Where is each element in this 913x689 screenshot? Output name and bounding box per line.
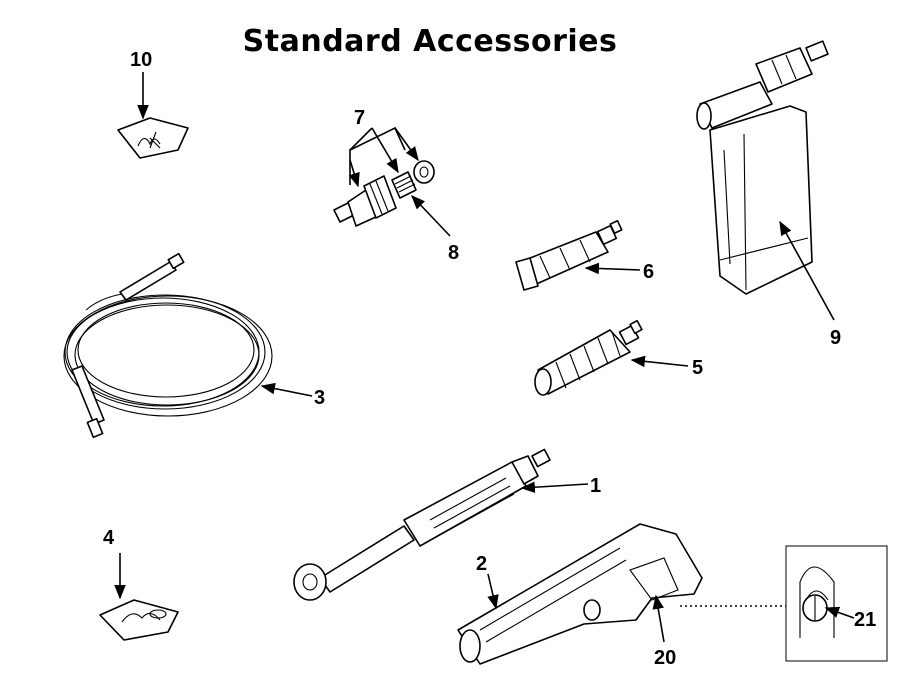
callout-2: 2: [476, 553, 487, 575]
leader-8: [411, 194, 451, 237]
part-2-trigger-gun: 2 20: [457, 523, 703, 669]
callout-10: 10: [130, 49, 152, 71]
leader-5: [630, 355, 689, 368]
leader-6: [584, 262, 641, 275]
callout-1: 1: [590, 475, 601, 497]
part-3-hose: 3: [63, 252, 325, 439]
part-6-adjustable-nozzle: 6: [515, 219, 654, 291]
leader-20: [652, 594, 665, 643]
part-5-turbo-nozzle: 5: [534, 319, 703, 396]
leader-2: [487, 573, 499, 610]
leader-21: [824, 606, 855, 619]
callout-21: 21: [854, 609, 876, 631]
diagram-title: Standard Accessories: [242, 24, 618, 59]
callout-3: 3: [314, 387, 325, 409]
part-1-lance: 1: [293, 448, 601, 601]
part-7-washer: [413, 160, 435, 184]
leader-1: [520, 481, 589, 493]
callout-7: 7: [354, 107, 365, 129]
callout-6: 6: [643, 261, 654, 283]
callout-4: 4: [103, 527, 115, 549]
part-10-parts-bag: 10: [117, 49, 189, 159]
callout-8: 8: [448, 242, 459, 264]
part-4-parts-bag: 4: [99, 527, 179, 641]
callout-20: 20: [654, 647, 676, 669]
leader-3: [260, 382, 313, 397]
part-8-filter: [391, 171, 417, 199]
leader-9: [779, 220, 835, 321]
leaders-7: 7: [348, 107, 419, 188]
part-7-hose-connector: [333, 175, 397, 227]
part-9-detergent-bottle: 9: [696, 40, 841, 349]
inset-safety-catch: 21: [785, 545, 888, 662]
callout-9: 9: [830, 327, 841, 349]
callout-5: 5: [692, 357, 703, 379]
